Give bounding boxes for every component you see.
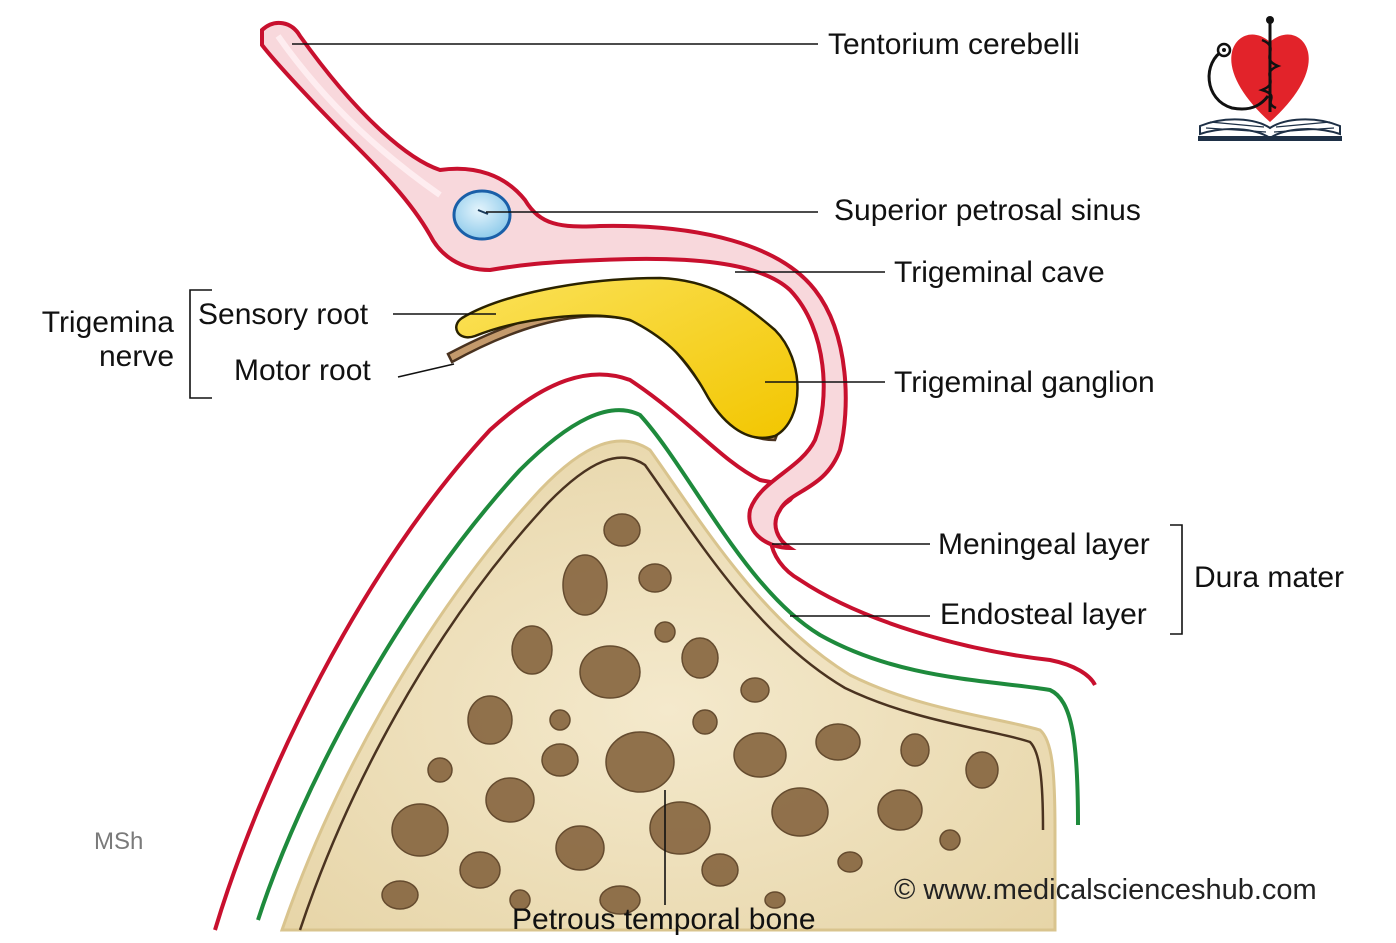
- label-meningeal-layer: Meningeal layer: [938, 528, 1150, 561]
- label-motor-root: Motor root: [234, 354, 371, 387]
- bone-cavities: [381, 513, 999, 915]
- petrous-temporal-bone: [279, 439, 1057, 932]
- label-superior-petrosal-sinus: Superior petrosal sinus: [834, 194, 1141, 227]
- label-tentorium-cerebelli: Tentorium cerebelli: [828, 28, 1080, 61]
- trigeminal-ganglion-shape: [455, 276, 799, 439]
- endosteal-layer-line: [256, 408, 1080, 921]
- label-trigeminal-nerve-line2: nerve: [98, 340, 174, 373]
- label-petrous-temporal-bone: Petrous temporal bone: [512, 903, 816, 936]
- label-trigeminal-ganglion: Trigeminal ganglion: [894, 366, 1155, 399]
- meningeal-layer-line: [213, 372, 1097, 931]
- label-dura-mater: Dura mater: [1194, 561, 1345, 594]
- label-endosteal-layer: Endosteal layer: [940, 598, 1147, 631]
- copyright-notice: © www.medicalscienceshub.com: [894, 874, 1317, 906]
- leader-lines: [189, 43, 1183, 905]
- label-trigeminal-nerve-line1: Trigemina: [41, 306, 174, 339]
- label-trigeminal-cave: Trigeminal cave: [894, 256, 1105, 289]
- heart-caduceus-logo-icon: [1198, 16, 1342, 141]
- artist-signature: MSh: [94, 828, 144, 855]
- tentorium-dura: [260, 20, 848, 551]
- superior-petrosal-sinus: [452, 189, 512, 241]
- label-sensory-root: Sensory root: [198, 298, 369, 331]
